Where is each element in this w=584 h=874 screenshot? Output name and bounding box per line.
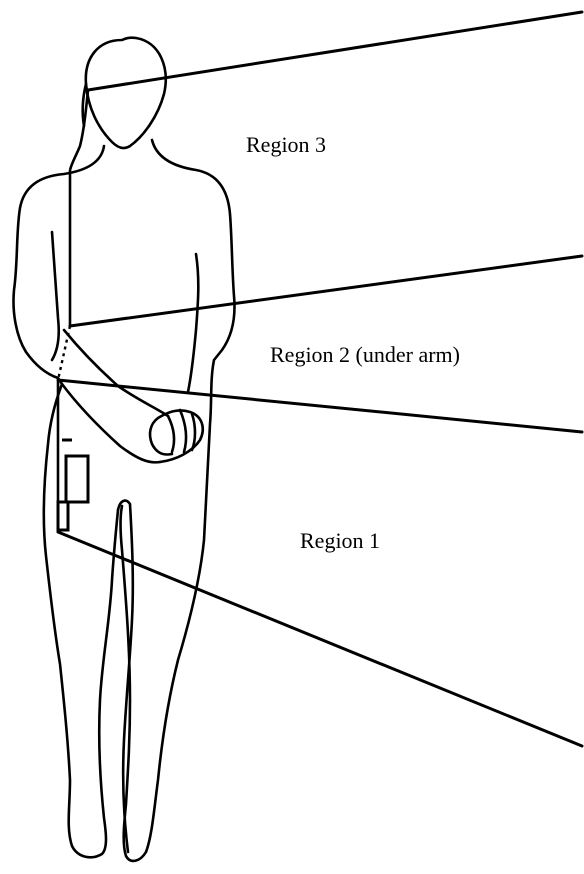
- label-region-2: Region 2 (under arm): [270, 342, 460, 367]
- hip-device: [58, 440, 88, 530]
- left-arm-inner: [52, 232, 59, 360]
- forearm-lower: [62, 384, 160, 462]
- label-region-1: Region 1: [300, 528, 380, 553]
- head-outline: [86, 38, 166, 148]
- leader-line-region-3-top: [88, 12, 582, 90]
- human-figure: [14, 38, 235, 861]
- label-region-3: Region 3: [246, 132, 326, 157]
- leader-line-region-2-bottom: [58, 380, 582, 432]
- device-body: [66, 456, 88, 502]
- device-clip: [58, 502, 68, 530]
- leader-line-region-3-bottom: [70, 256, 582, 326]
- forearm-upper: [64, 330, 168, 416]
- leader-line-region-1-bottom: [58, 532, 582, 746]
- body-right-outline: [121, 140, 235, 861]
- cable-head-segment: [70, 90, 88, 170]
- fingers-outline: [168, 410, 195, 452]
- right-arm-inner: [188, 254, 198, 392]
- leader-lines: [58, 12, 582, 746]
